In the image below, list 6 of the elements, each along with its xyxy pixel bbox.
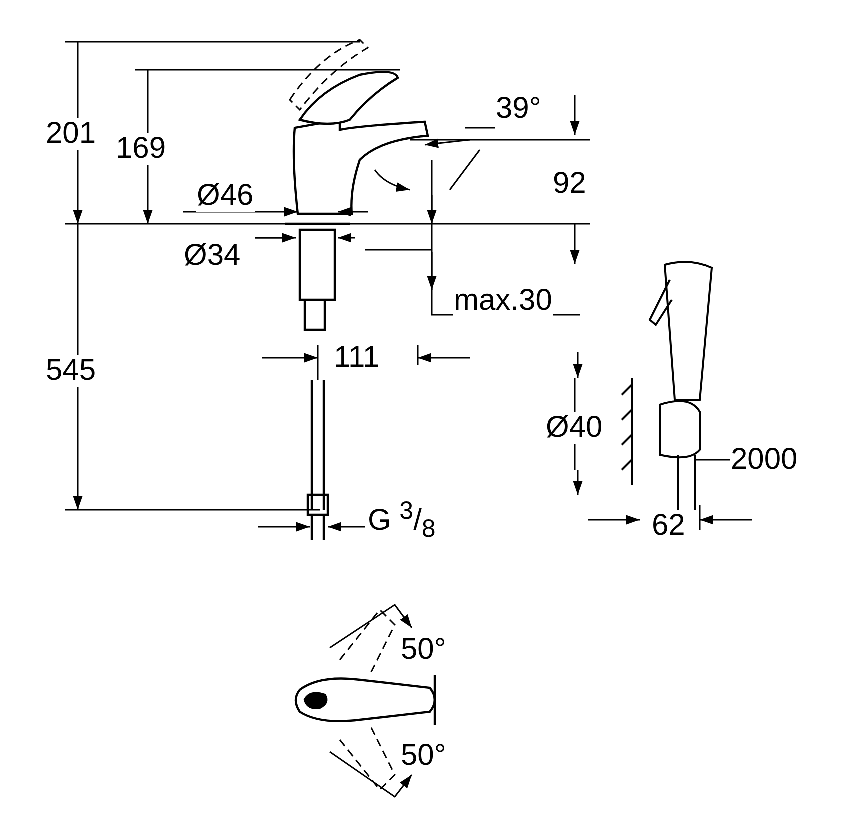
dimension-label: 545 bbox=[45, 355, 98, 387]
leader-line bbox=[695, 459, 730, 461]
dimension-label: 201 bbox=[45, 118, 98, 150]
dimension-label: 169 bbox=[115, 133, 168, 165]
hose-drawing bbox=[677, 454, 696, 511]
diameter-label: Ø40 bbox=[545, 412, 604, 444]
